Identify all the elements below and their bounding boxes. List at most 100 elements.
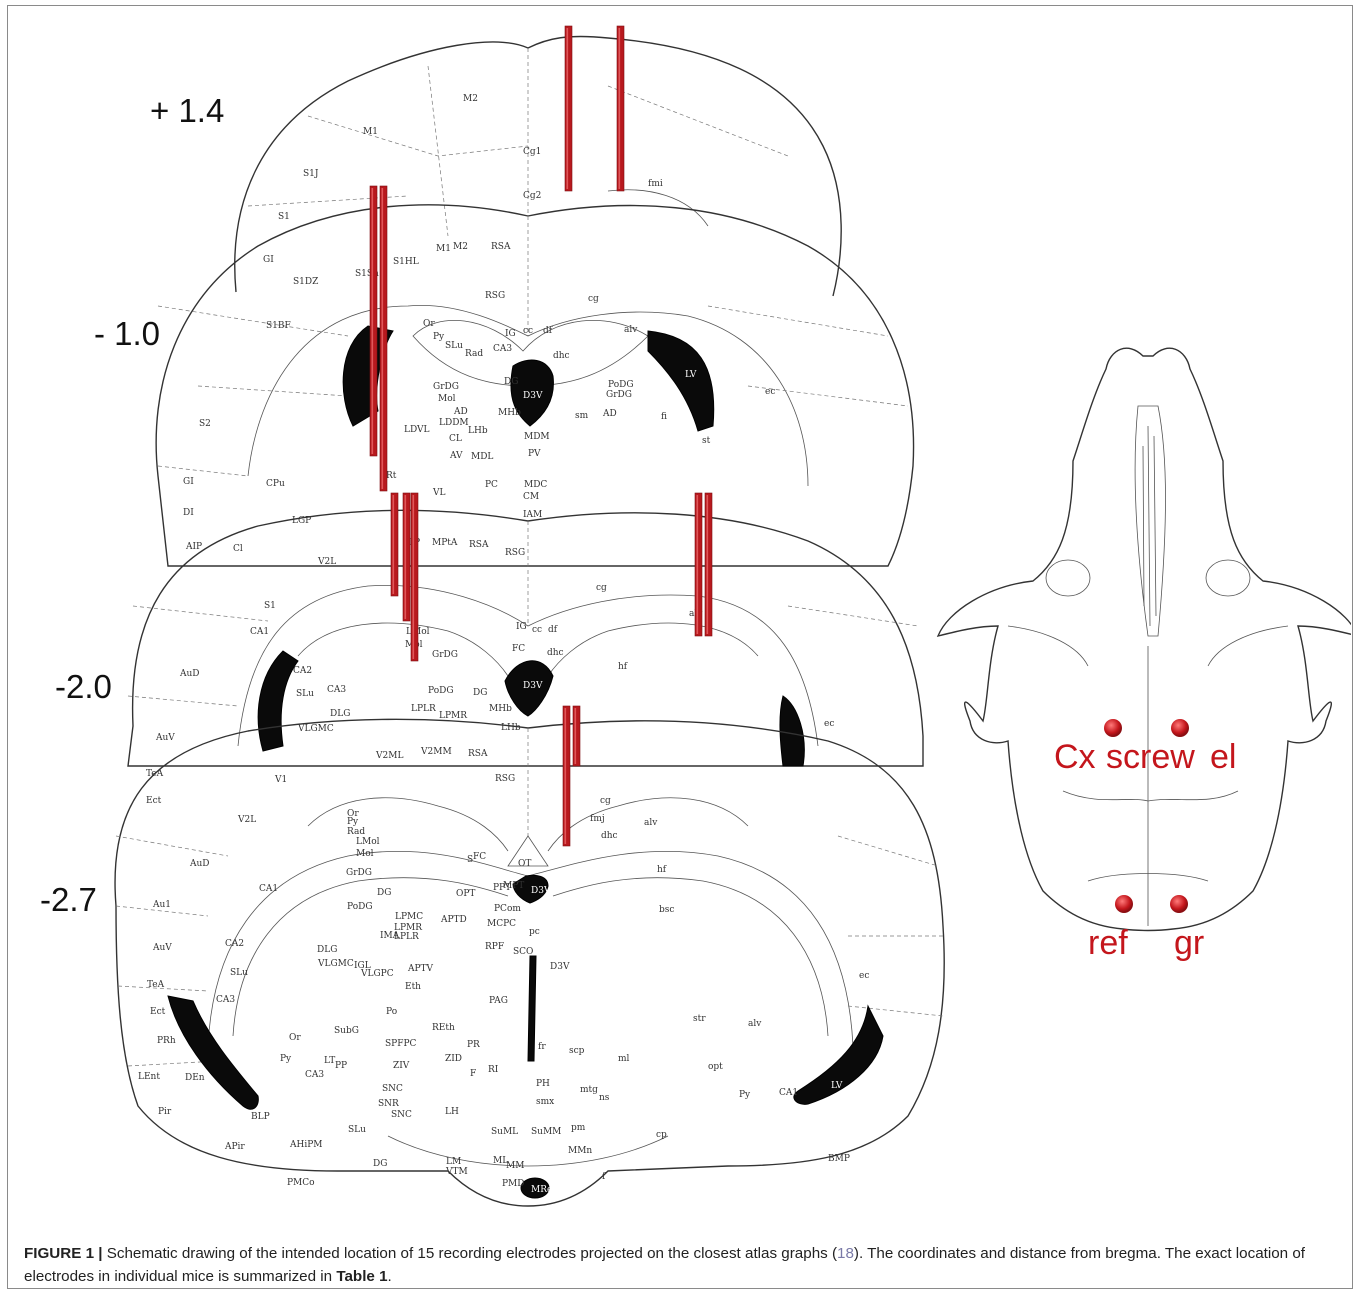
caption-reference-link[interactable]: 18 xyxy=(837,1245,854,1262)
atlas-label: M2 xyxy=(463,94,478,104)
atlas-label: SLu xyxy=(348,1125,366,1135)
atlas-label: Py xyxy=(280,1054,292,1064)
atlas-label: TeA xyxy=(147,980,165,990)
atlas-label: Ect xyxy=(146,796,162,806)
atlas-label: MPtA xyxy=(432,538,458,548)
mouse-skull-drawing xyxy=(938,348,1351,930)
atlas-label: cg xyxy=(588,294,599,304)
atlas-label: AuD xyxy=(189,859,210,869)
atlas-label: CA1 xyxy=(259,884,278,894)
atlas-label: OT xyxy=(518,859,531,869)
atlas-label: V2ML xyxy=(375,751,403,761)
atlas-label: LEnt xyxy=(138,1072,160,1082)
atlas-label: ZIV xyxy=(393,1061,410,1071)
atlas-label: ZID xyxy=(445,1054,462,1064)
electrode-highlight xyxy=(413,495,415,659)
atlas-label: S1DZ xyxy=(293,277,318,287)
atlas-label: GI xyxy=(183,477,194,487)
atlas-label: cc xyxy=(532,625,542,635)
atlas-label: GI xyxy=(263,255,274,265)
atlas-label: S1J xyxy=(303,169,319,179)
atlas-label: Eth xyxy=(405,982,421,992)
recording-electrode xyxy=(380,186,387,491)
atlas-label: AuV xyxy=(155,733,175,743)
atlas-label: CL xyxy=(449,434,462,444)
caption-text-3: . xyxy=(388,1268,392,1285)
atlas-label: cp xyxy=(656,1130,667,1140)
atlas-label: AV xyxy=(449,451,463,461)
atlas-label: F xyxy=(470,1069,476,1079)
caption-figure-label: FIGURE 1 | xyxy=(24,1245,103,1262)
atlas-label: GrDG xyxy=(432,650,458,660)
atlas-label: alv xyxy=(624,325,638,335)
atlas-label: Au1 xyxy=(152,900,171,910)
recording-electrode xyxy=(573,706,580,766)
atlas-label: SPFPC xyxy=(385,1039,417,1049)
atlas-label: APTD xyxy=(440,915,467,925)
atlas-label: Py xyxy=(433,332,445,342)
atlas-label: RSG xyxy=(505,548,525,558)
atlas-label: MDM xyxy=(524,432,550,442)
atlas-label: MRe xyxy=(531,1185,552,1195)
atlas-label: S1BF xyxy=(266,321,291,331)
atlas-label: DG xyxy=(377,888,391,898)
figure-artwork: M2M1Cg1S1JCg2S1fmiGI S1HLM1M2RSAS1ShS1DZ… xyxy=(8,6,1351,1236)
atlas-label: PRh xyxy=(157,1036,176,1046)
atlas-label: MM xyxy=(506,1161,524,1171)
atlas-label: AuV xyxy=(152,943,172,953)
skull-label-gr: gr xyxy=(1174,924,1204,962)
atlas-label: LPMC xyxy=(395,912,423,922)
caption-table-ref[interactable]: Table 1 xyxy=(336,1268,387,1285)
atlas-label: PR xyxy=(467,1040,480,1050)
atlas-label: GrDG xyxy=(606,390,632,400)
atlas-label: DLG xyxy=(317,945,337,955)
atlas-label: PH xyxy=(536,1079,550,1089)
atlas-label: ec xyxy=(765,387,775,397)
atlas-label: dhc xyxy=(553,351,570,361)
atlas-label: APTV xyxy=(407,964,434,974)
atlas-label: bsc xyxy=(659,905,674,915)
atlas-label: D3V xyxy=(531,886,551,896)
atlas-label: dhc xyxy=(601,831,618,841)
atlas-label: LH xyxy=(445,1107,459,1117)
atlas-label: AIP xyxy=(185,542,202,552)
atlas-label: V1 xyxy=(274,775,287,785)
atlas-label: MHb xyxy=(498,408,521,418)
atlas-label: RSG xyxy=(485,291,505,301)
atlas-label: CA2 xyxy=(225,939,244,949)
atlas-label: scp xyxy=(569,1046,585,1056)
atlas-label: CA1 xyxy=(250,627,269,637)
bregma-label-minus-1-0: - 1.0 xyxy=(94,315,160,352)
atlas-label: Mol xyxy=(438,394,456,404)
atlas-label: smx xyxy=(536,1097,554,1107)
atlas-label: SLu xyxy=(296,689,314,699)
atlas-label: TeA xyxy=(146,769,164,779)
atlas-label: AHiPM xyxy=(289,1140,323,1150)
skull-label-ref: ref xyxy=(1088,924,1128,962)
atlas-label: IAM xyxy=(523,510,542,520)
atlas-label: M2 xyxy=(453,242,468,252)
atlas-section-minus-2-7: V2MLV2MMRSATeAV1RSGEctcgV2LfmjalvOrPydhc… xyxy=(115,719,944,1206)
atlas-label: DLG xyxy=(330,709,350,719)
atlas-label: PoDG xyxy=(428,686,454,696)
atlas-label: CA3 xyxy=(216,995,235,1005)
electrode-highlight xyxy=(405,495,407,619)
skull-label-el: el xyxy=(1210,738,1236,776)
gr-screw-marker xyxy=(1170,895,1188,913)
atlas-label: alv xyxy=(644,818,658,828)
atlas-label: Py xyxy=(347,817,359,827)
atlas-labels-s27: V2MLV2MMRSATeAV1RSGEctcgV2LfmjalvOrPydhc… xyxy=(138,747,869,1195)
atlas-label: PCom xyxy=(494,904,521,914)
atlas-label: LV xyxy=(831,1081,843,1091)
atlas-label: DG xyxy=(373,1159,387,1169)
atlas-label: Cl xyxy=(233,544,243,554)
atlas-label: Cg1 xyxy=(523,147,541,157)
atlas-label: Ect xyxy=(150,1007,166,1017)
atlas-label: GrDG xyxy=(346,868,372,878)
atlas-label: BMP xyxy=(828,1154,850,1164)
atlas-label: BLP xyxy=(251,1112,270,1122)
atlas-label: MPT xyxy=(503,881,524,891)
atlas-label: LDVL xyxy=(404,425,430,435)
atlas-label: LPLR xyxy=(411,704,436,714)
atlas-label: SNC xyxy=(391,1110,412,1120)
